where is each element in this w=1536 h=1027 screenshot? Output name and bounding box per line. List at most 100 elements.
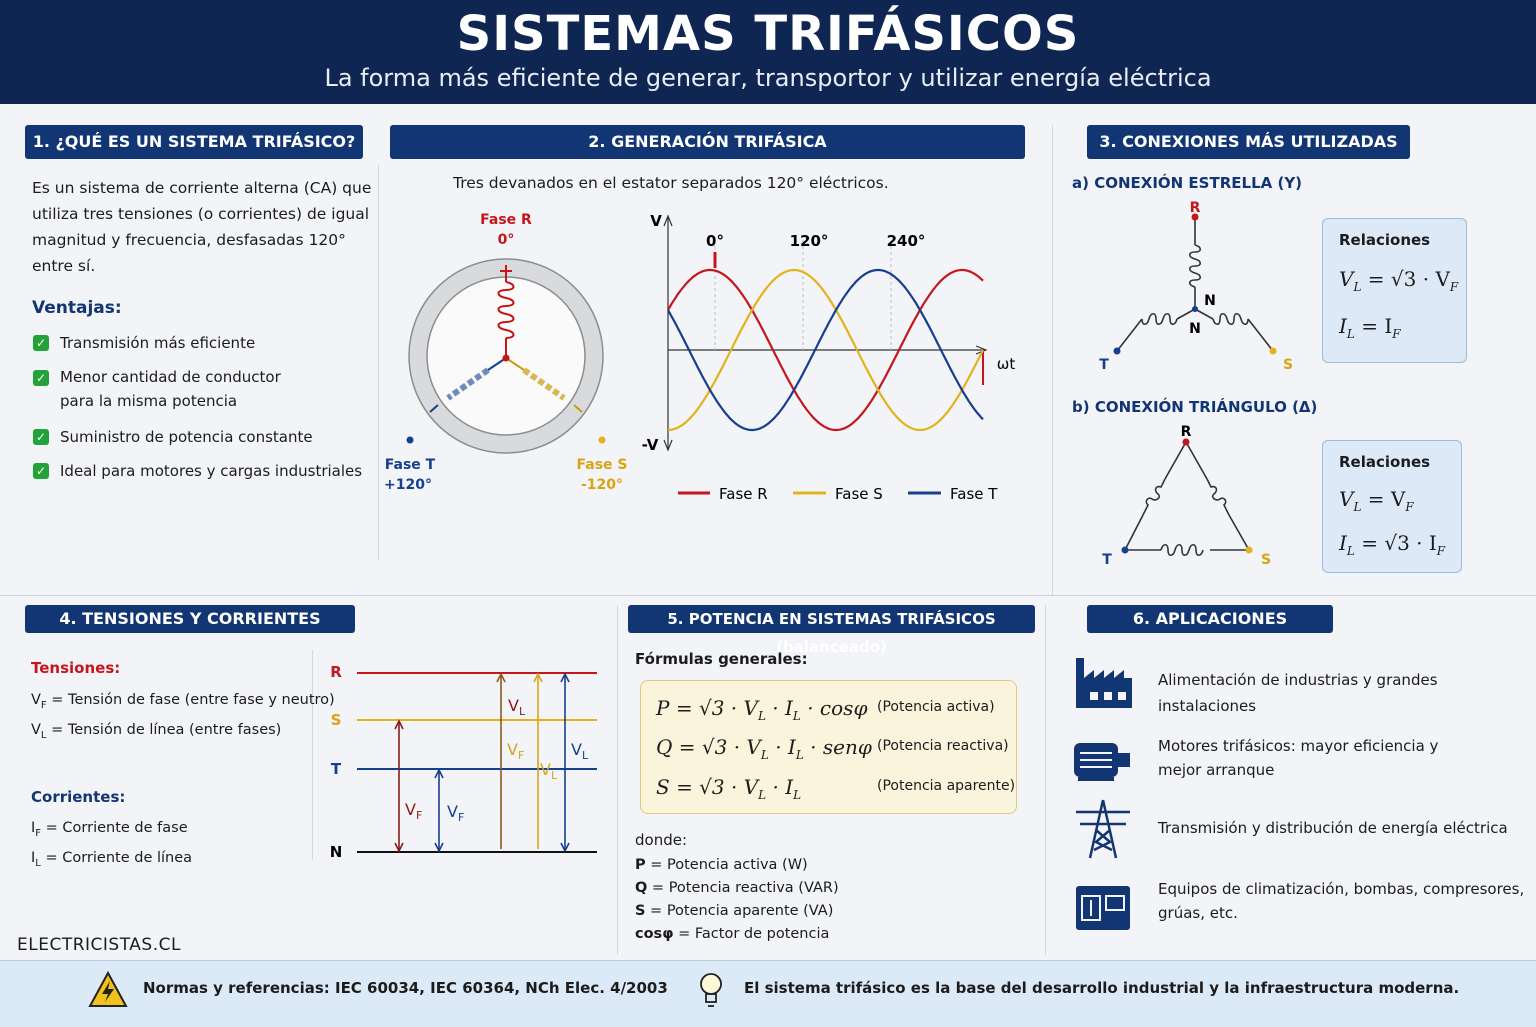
arrow-head [394,719,404,730]
vl-label: VL [571,740,589,762]
il-definition: IL = Corriente de línea [31,845,192,877]
generation-caption: Tres devanados en el estator separados 1… [453,174,889,192]
star-connection-title: a) CONEXIÓN ESTRELLA (Y) [1072,174,1303,192]
equation: = √3 · V [1367,267,1450,291]
vl-definition: VL = Tensión de línea (entre fases) [31,717,281,749]
legend-label-t: Fase T [950,485,998,503]
subscript: L [758,788,767,802]
divider [1045,605,1046,955]
symbol: V [31,722,41,738]
page-subtitle: La forma más eficiente de generar, trans… [324,64,1212,92]
arrow-head [560,672,570,683]
check-icon: ✓ [33,463,49,479]
application-line: Motores trifásicos: mayor eficiencia y [1158,737,1439,755]
advantage-item: Menor cantidad de conductor para la mism… [60,365,281,413]
divider [378,165,379,560]
arrow-head [560,842,570,853]
description-line: utiliza tres tensiones (o corrientes) de… [32,205,370,223]
power-definition: Q = Potencia reactiva (VAR) [635,877,839,900]
hvac-equipment-icon [1076,886,1130,930]
angle-marker-label: 120° [790,232,829,250]
symbol: S [656,775,670,799]
application-item: Equipos de climatización, bombas, compre… [1158,877,1524,925]
arrow-head [533,672,543,683]
footer: Normas y referencias: IEC 60034, IEC 603… [0,960,1536,1027]
subscript: L [582,749,589,762]
delta-relations-box: Relaciones VL = VF IL = √3 · IF [1322,440,1462,573]
line-label-r: R [330,663,342,681]
symbol: cosφ [635,926,674,942]
section4-title: 4. TENSIONES Y CORRIENTES [25,605,355,633]
definition: = Factor de potencia [673,926,830,942]
advantage-item: Suministro de potencia constante [60,428,313,446]
application-line: Equipos de climatización, bombas, compre… [1158,880,1525,898]
symbol: P [656,696,670,720]
symbol: S [635,903,646,919]
line-label-t: T [331,760,342,778]
delta-relation-voltage: VL = VF [1339,487,1414,514]
symbol: V [1339,267,1354,291]
donde-label: donde: [635,831,688,849]
delta-relation-current: IL = √3 · IF [1339,531,1445,558]
terminal-s-label: S [1283,357,1293,373]
arrow-head [496,672,506,683]
subscript: L [1346,327,1355,341]
voltage-diagram: R S T N VF VF VL VF VL VL [330,663,597,861]
advantage-line: Menor cantidad de conductor [60,368,281,386]
subscript: L [519,705,526,718]
equation: · I [768,735,796,759]
power-definitions: P = Potencia activa (W) Q = Potencia rea… [635,854,839,946]
delta-connection-title: b) CONEXIÓN TRIÁNGULO (Δ) [1072,398,1318,416]
equation: = √3 · V [678,735,761,759]
connection-diagrams: R T S N N R T S [1099,200,1293,568]
delta-connection-diagram [1124,441,1250,557]
equation: = √3 · V [676,775,759,799]
description-line: entre sí. [32,257,96,275]
symbol: V [507,740,518,759]
section1-title: 1. ¿QUÉ ES UN SISTEMA TRIFÁSICO? [25,125,363,159]
terminal-s [1269,347,1277,355]
symbol: V [540,760,551,779]
application-line: mejor arranque [1158,761,1275,779]
formulas-box: P = √3 · VL · IL · cosφ (Potencia activa… [640,680,1017,814]
neutral-point [502,354,510,362]
subscript: F [1392,327,1401,341]
lightbulb-icon [700,973,722,1007]
arrow-head [394,842,404,853]
transmission-tower-icon [1076,799,1130,859]
subscript: L [40,729,47,741]
arrow-head [434,842,444,853]
motor-icon [1074,743,1130,781]
phase-s-dot [598,436,606,444]
waveform-legend: Fase R Fase S Fase T [678,485,998,503]
phase-r-angle: 0° [498,232,515,248]
check-icon: ✓ [33,335,49,351]
definition: = Corriente de fase [41,820,188,836]
terminal-t-label: T [1099,357,1109,373]
equation: · senφ [803,735,872,759]
advantage-line: para la misma potencia [60,392,238,410]
terminal-t [1113,347,1121,355]
description-line: magnitud y frecuencia, desfasadas 120° [32,231,346,249]
terminal-r [1182,438,1190,446]
symbol: I [31,850,36,866]
page-title: SISTEMAS TRIFÁSICOS [456,6,1080,62]
definition: = Potencia reactiva (VAR) [647,880,839,896]
closing-text: El sistema trifásico es la base del desa… [744,979,1460,997]
symbol: Q [656,735,673,759]
divider [1052,125,1053,595]
formula-active-power: P = √3 · VL · IL · cosφ [656,696,867,723]
line-label-n: N [330,843,343,861]
terminal-s [1245,546,1253,554]
y-top-label: V [650,212,662,230]
brand-label: ELECTRICISTAS.CL [17,935,181,955]
symbol: I [1339,314,1347,338]
vl-label: VL [540,760,558,782]
subscript: F [1436,544,1446,558]
equation: = V [1367,487,1406,511]
star-relation-voltage: VL = √3 · VF [1339,267,1458,294]
subscript: L [792,709,801,723]
vf-label: VF [447,802,464,824]
subscript: F [35,827,42,839]
waveform-chart: V -V ωt 0° 120° 240° [642,212,1016,454]
